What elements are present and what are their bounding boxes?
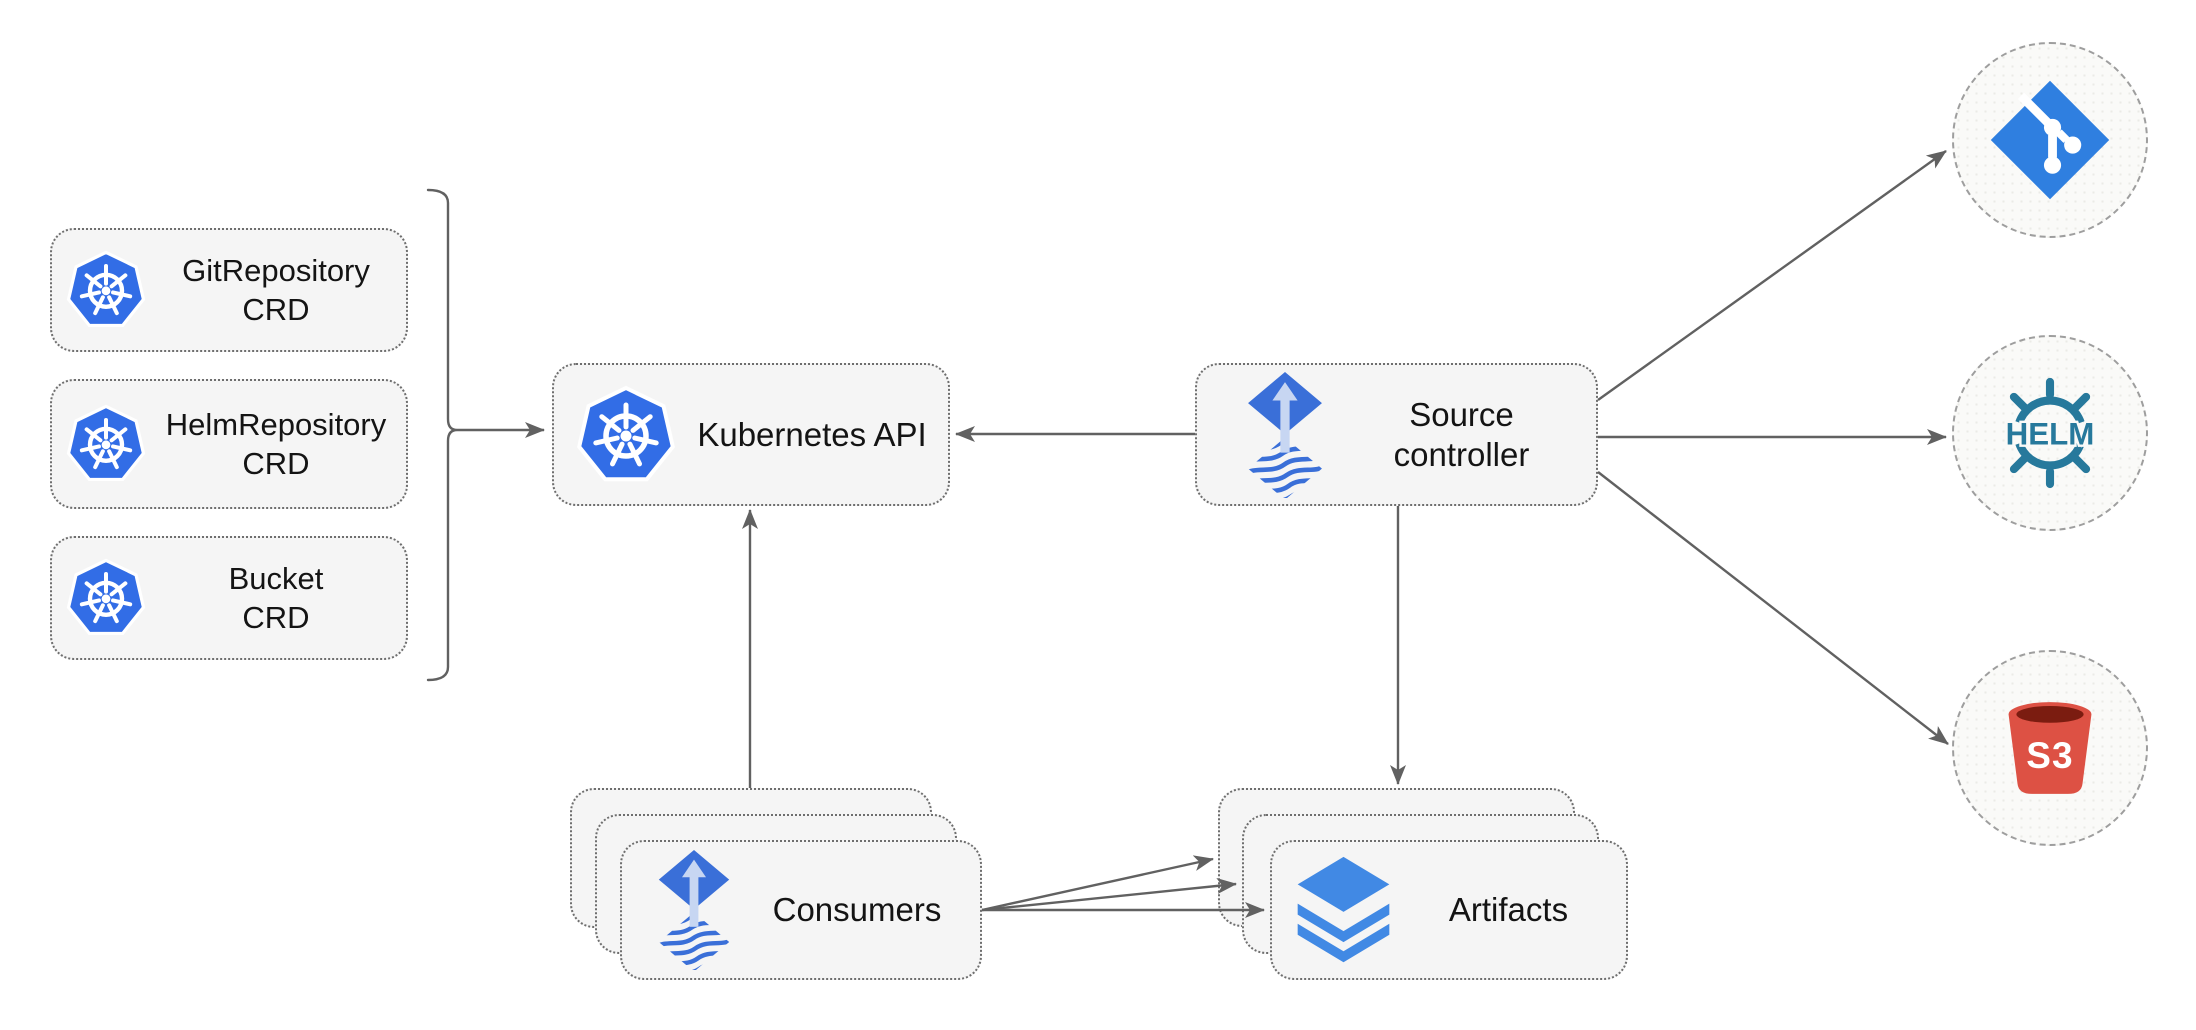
git-endpoint: [1952, 42, 2148, 238]
node-label: Artifacts: [1448, 891, 1569, 928]
flux-icon: [1248, 371, 1322, 498]
kubernetes-icon: [577, 385, 675, 481]
layers-icon: [1297, 856, 1390, 963]
helm-logo-text: HELM: [2006, 417, 2095, 452]
s3-logo-text: S3: [2026, 735, 2073, 776]
s3-endpoint: S3: [1952, 650, 2148, 846]
kubernetes-api-node: Kubernetes API: [552, 363, 950, 506]
git-icon: [1990, 80, 2110, 200]
kubernetes-icon: [66, 250, 146, 328]
node-label: Consumers: [772, 891, 942, 928]
consumers-node: Consumers: [620, 840, 982, 980]
s3-bucket-icon: S3: [2008, 702, 2092, 794]
node-label: Kubernetes API: [697, 415, 927, 453]
helm-endpoint: HELM: [1952, 335, 2148, 531]
artifacts-node: Artifacts: [1270, 840, 1628, 980]
kubernetes-icon: [66, 404, 146, 482]
kubernetes-icon: [66, 558, 146, 636]
arrow-consumers-to-artifacts-2: [981, 877, 1237, 912]
helm-icon: HELM: [2003, 377, 2097, 489]
flux-icon: [658, 850, 730, 970]
arrow-consumers-to-artifacts-1: [981, 855, 1214, 912]
crd-group-bracket: [426, 188, 458, 682]
arrow-source-to-git: [1597, 150, 1947, 401]
arrow-source-to-s3: [1597, 471, 1949, 745]
